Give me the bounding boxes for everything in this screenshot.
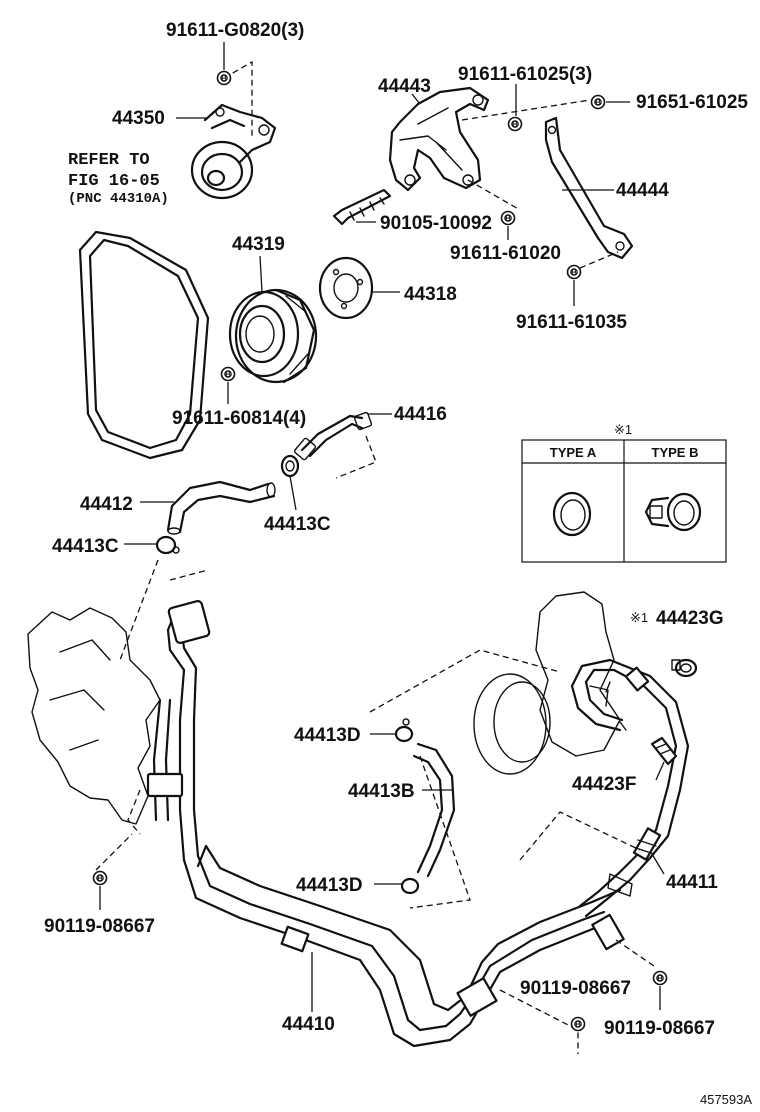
clip-type-b-icon	[644, 492, 702, 532]
bolt-marker-letter: B	[225, 370, 231, 379]
engine-outline	[27, 607, 161, 825]
type-table	[521, 439, 727, 563]
bolt-marker-letter: B	[97, 874, 103, 883]
clamp-44413c-upper	[280, 454, 300, 478]
clip-44423g	[671, 658, 698, 678]
v-belt	[78, 230, 210, 460]
refer-line-2: FIG 16-05	[68, 172, 160, 191]
footnote-mark: ※1	[614, 422, 632, 437]
hose-44413b	[412, 742, 456, 878]
label-91651-61025: 91651-61025	[636, 92, 748, 113]
label-91611-61025: 91611-61025(3)	[458, 64, 592, 85]
label-44319: 44319	[232, 234, 285, 255]
label-44412: 44412	[80, 494, 133, 515]
label-44411: 44411	[666, 872, 718, 893]
clamp-44413d-upper	[394, 718, 414, 743]
diagram-code: 457593A	[700, 1092, 752, 1107]
label-90119-08667-left: 90119-08667	[44, 916, 155, 937]
label-44416: 44416	[394, 404, 447, 425]
label-44443: 44443	[378, 76, 431, 97]
bolt-marker-letter: B	[512, 120, 518, 129]
label-44318: 44318	[404, 284, 457, 305]
label-44413d-upper: 44413D	[294, 725, 361, 746]
type-a-label: TYPE A	[550, 445, 597, 460]
pressure-hose-44411	[570, 658, 690, 918]
tube-44416	[293, 411, 373, 461]
label-44350: 44350	[112, 108, 165, 129]
plate-44318	[318, 256, 374, 320]
bolt-marker-letter: B	[575, 1020, 581, 1029]
label-90119-08667-middle: 90119-08667	[520, 978, 631, 999]
label-44410: 44410	[282, 1014, 335, 1035]
label-44413c-upper: 44413C	[264, 514, 331, 535]
label-44444: 44444	[616, 180, 669, 201]
label-44413b: 44413B	[348, 781, 415, 802]
union-bolt-44423f	[650, 736, 678, 766]
pulley-44319	[228, 288, 318, 384]
label-91611-g0820: 91611-G0820(3)	[166, 20, 304, 41]
bolt-marker-letter: B	[505, 214, 511, 223]
clamp-44413d-lower	[400, 877, 420, 895]
bolt-marker-letter: B	[221, 74, 227, 83]
type-b-label: TYPE B	[652, 445, 699, 460]
bracket-44443	[388, 86, 490, 192]
label-44423g: 44423G	[656, 608, 724, 629]
bolt-marker-letter: B	[657, 974, 663, 983]
bolt-90105-10092	[332, 188, 392, 226]
clamp-44413c-lower	[155, 535, 180, 555]
refer-line-3: (PNC 44310A)	[68, 191, 169, 207]
bolt-marker-letter: B	[571, 268, 577, 277]
return-tube-44410	[146, 600, 633, 1048]
label-91611-60814: 91611-60814(4)	[172, 408, 306, 429]
label-91611-61020: 91611-61020	[450, 243, 561, 264]
clip-type-a-icon	[552, 491, 592, 537]
label-44423f: 44423F	[572, 774, 636, 795]
refer-line-1: REFER TO	[68, 151, 150, 170]
idler-pulley-bracket-44350	[190, 103, 277, 200]
bolt-marker-letter: B	[595, 98, 601, 107]
label-90105-10092: 90105-10092	[380, 213, 492, 234]
label-44413d-lower: 44413D	[296, 875, 363, 896]
pump-outline	[473, 591, 621, 775]
stay-44444	[544, 116, 634, 260]
label-90119-08667-right: 90119-08667	[604, 1018, 715, 1039]
label-91611-61035: 91611-61035	[516, 312, 627, 333]
label-44413c-lower: 44413C	[52, 536, 119, 557]
label-44423g-mark: ※1	[630, 610, 648, 625]
hose-44412	[166, 480, 276, 535]
